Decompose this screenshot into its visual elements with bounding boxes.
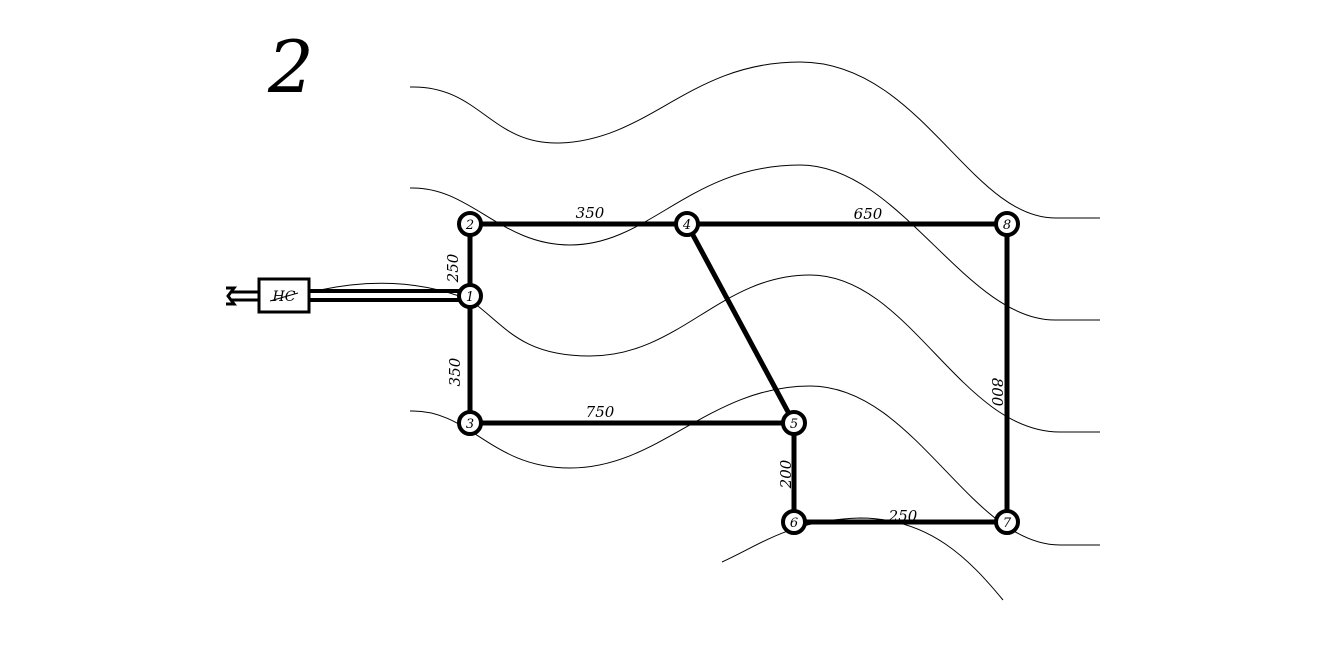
figure-number: 2: [267, 25, 314, 109]
node-3: 3: [457, 410, 483, 436]
length-label-1-2: 250: [444, 253, 462, 283]
node-4: 4: [674, 211, 700, 237]
contour-lines: [319, 61, 1100, 601]
length-label-5-6: 200: [777, 459, 795, 489]
contour-line: [319, 274, 1100, 433]
length-label-2-4: 350: [576, 204, 605, 222]
node-2: 2: [457, 211, 483, 237]
node-5: 5: [781, 410, 807, 436]
node-label: 6: [790, 516, 798, 531]
intake-pipe: [226, 286, 258, 306]
node-label: 8: [1003, 218, 1011, 233]
node-1: 1: [457, 283, 483, 309]
node-8: 8: [994, 211, 1020, 237]
length-label-6-7: 250: [888, 507, 918, 525]
pump-station: НС: [257, 277, 311, 314]
pipe-4-5: [684, 221, 797, 426]
length-label-3-5: 750: [586, 403, 615, 421]
length-label-8-7: 800: [988, 378, 1006, 407]
node-7: 7: [994, 509, 1020, 535]
pipe-length-labels: 350 650 250 350 750 200 250 800: [444, 204, 1006, 525]
contour-line: [409, 164, 1100, 321]
node-label: 5: [790, 417, 798, 432]
contour-line: [409, 385, 1100, 546]
station-conduit: [310, 289, 460, 302]
node-6: 6: [781, 509, 807, 535]
length-label-1-3: 350: [446, 357, 464, 386]
node-label: 4: [682, 218, 691, 233]
node-label: 7: [1003, 516, 1012, 531]
node-label: 2: [465, 218, 474, 233]
nodes: 1 2 3 4 5 6 7 8: [457, 211, 1020, 535]
length-label-4-8: 650: [854, 205, 883, 223]
node-label: 3: [466, 417, 474, 432]
node-label: 1: [466, 290, 474, 305]
contour-line: [721, 517, 1004, 601]
contour-line: [409, 61, 1100, 219]
pipe-network: [467, 221, 1010, 525]
